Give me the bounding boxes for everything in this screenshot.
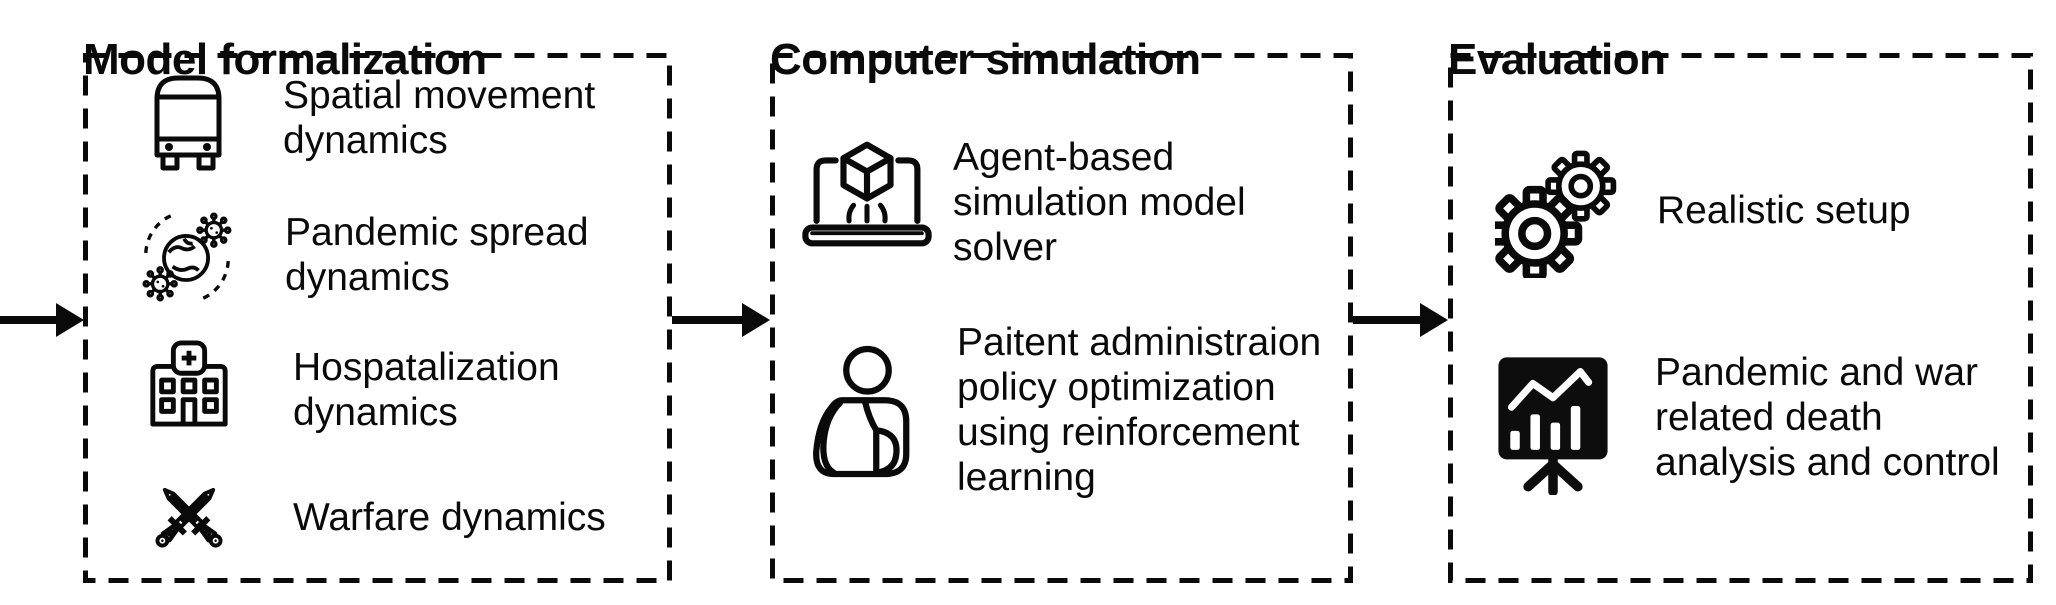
panel-model-formalization: Model formalization Spatial movement dyn… [83,36,672,583]
formalization-to-simulation-arrow [672,303,770,337]
item-label: Pandemic and war related death analysis … [1655,351,2000,484]
input-arrow [0,303,84,337]
laptop-cube-icon [802,141,932,247]
panel-title: Evaluation [1448,34,1666,84]
panel-computer-simulation: Computer simulation Agent-based simulati… [770,36,1353,583]
bus-icon [154,75,222,171]
gears-icon [1495,148,1623,278]
dashed-frame [83,53,672,583]
item-label: Realistic setup [1657,189,1911,232]
dashed-frame [770,53,1353,583]
item-label: Pandemic spread dynamics [285,211,589,299]
chart-presentation-icon [1498,357,1608,495]
dashed-frame [1448,53,2033,583]
crossed-swords-icon [140,473,238,563]
item-label: Spatial movement dynamics [283,74,596,162]
panel-title: Model formalization [83,34,487,84]
item-label: Paitent administraion policy optimizatio… [957,321,1322,499]
item-label: Agent-based simulation model solver [953,136,1246,269]
item-label: Warfare dynamics [293,496,606,539]
item-label: Hospatalization dynamics [293,346,560,434]
simulation-to-evaluation-arrow [1353,303,1448,337]
panel-evaluation: Evaluation [1448,36,2033,583]
hospital-icon [150,340,228,427]
panel-title: Computer simulation [770,34,1201,84]
patient-arm-sling-icon [813,345,910,478]
pandemic-globe-virus-icon [142,212,232,302]
